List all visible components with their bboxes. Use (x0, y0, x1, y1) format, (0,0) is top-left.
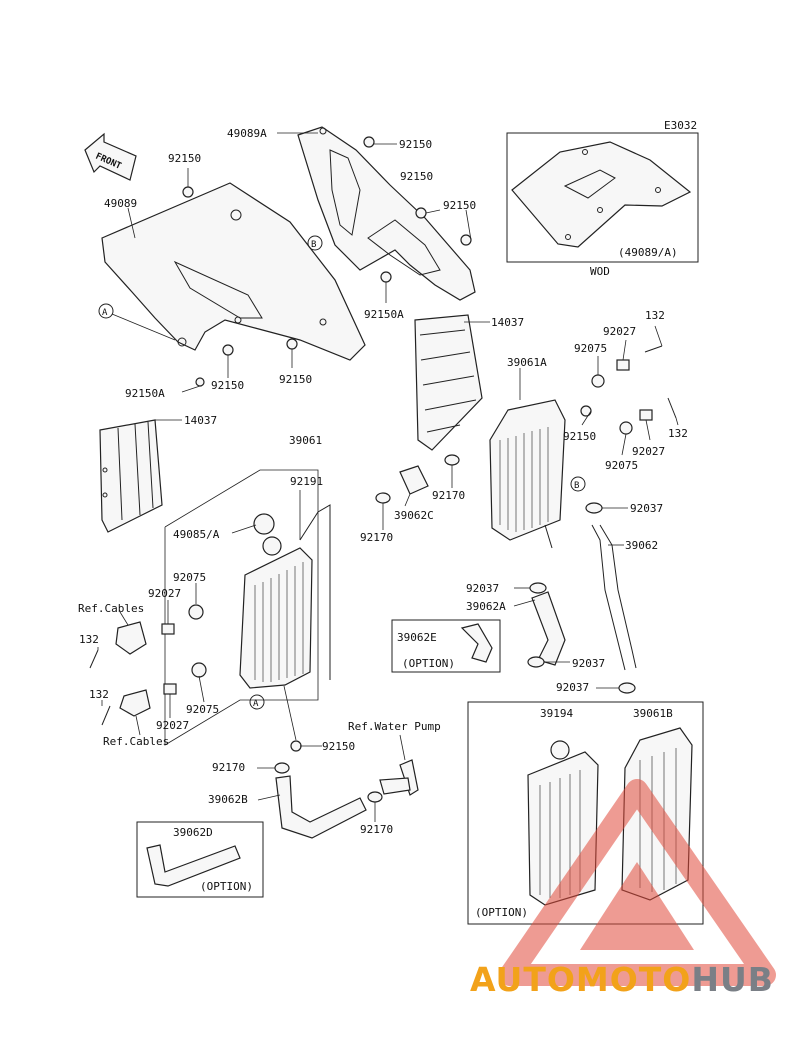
part-39194: 39194 (540, 707, 573, 720)
part-39062a: 39062A (466, 600, 506, 613)
part-92037-a: 92037 (630, 502, 663, 515)
front-arrow: FRONT (84, 132, 137, 181)
part-49089a: 49089A (227, 127, 267, 140)
part-39061: 39061 (289, 434, 322, 447)
part-92150-f: 92150 (279, 373, 312, 386)
part-49089: 49089 (104, 197, 137, 210)
diagram-code: E3032 (664, 119, 697, 132)
part-132-b: 132 (668, 427, 688, 440)
clamps-92037 (527, 502, 636, 694)
svg-text:B: B (311, 240, 316, 250)
radiator-cap (253, 513, 275, 535)
part-92075-d: 92075 (186, 703, 219, 716)
part-39062e: 39062E (397, 631, 437, 644)
watermark-text-2: HUB (691, 960, 774, 999)
part-92027-c: 92027 (148, 587, 181, 600)
part-92170-a: 92170 (432, 489, 465, 502)
svg-text:A: A (253, 699, 259, 709)
part-92075-c: 92075 (173, 571, 206, 584)
part-92150-b: 92150 (400, 170, 433, 183)
part-92150-g: 92150 (563, 430, 596, 443)
option-label-radiators: (OPTION) (475, 906, 528, 919)
part-92150a-a: 92150A (364, 308, 404, 321)
shroud-right (297, 126, 476, 301)
part-92150-h: 92150 (322, 740, 355, 753)
part-92150-a: 92150 (399, 138, 432, 151)
part-92170-b: 92170 (360, 531, 393, 544)
water-pump-fitting (379, 759, 419, 796)
part-92150-e: 92150 (211, 379, 244, 392)
option-box-39062d: 39062D (OPTION) (136, 821, 264, 898)
leader-lines (97, 132, 679, 822)
part-132-c: 132 (79, 633, 99, 646)
clamps-92170 (274, 454, 460, 803)
part-39062b: 39062B (208, 793, 248, 806)
part-92075-b: 92075 (605, 459, 638, 472)
part-14037-b: 14037 (184, 414, 217, 427)
part-92027-d: 92027 (156, 719, 189, 732)
part-39061a: 39061A (507, 356, 547, 369)
part-92037-b: 92037 (466, 582, 499, 595)
option-label-e: (OPTION) (402, 657, 455, 670)
part-132-a: 132 (645, 309, 665, 322)
svg-text:A: A (102, 308, 108, 318)
part-92075-a: 92075 (574, 342, 607, 355)
part-92037-c: 92037 (572, 657, 605, 670)
part-49085a: 49085/A (173, 528, 220, 541)
hose-39062c (399, 465, 429, 495)
hose-39062b (275, 775, 367, 839)
callout-a-1: A (98, 303, 114, 319)
part-92027-a: 92027 (603, 325, 636, 338)
radiator-left-39061 (239, 504, 331, 689)
watermark-logo: AUTOMOTOHUB (470, 960, 800, 1010)
inset-label: (49089/A) (618, 246, 678, 259)
option-label-d: (OPTION) (200, 880, 253, 893)
watermark-text-1: AUTOMOTO (470, 960, 692, 999)
part-39062d: 39062D (173, 826, 213, 839)
callout-b-2: B (570, 476, 586, 492)
radiator-right-39061a (489, 399, 566, 549)
part-39061b: 39061B (633, 707, 673, 720)
part-39062c: 39062C (394, 509, 434, 522)
part-92150-d: 92150 (168, 152, 201, 165)
part-92150a-b: 92150A (125, 387, 165, 400)
grommets-92075 (188, 374, 633, 678)
part-92170-c: 92170 (212, 761, 245, 774)
part-92150-c: 92150 (443, 199, 476, 212)
part-39062: 39062 (625, 539, 658, 552)
part-14037-a: 14037 (491, 316, 524, 329)
option-box-radiators: 39194 39061B (OPTION) (467, 701, 704, 925)
radiator-guard-right (414, 314, 483, 451)
callout-a-2: A (249, 694, 265, 710)
inset-shroud-box: (49089/A) WOD (506, 132, 699, 278)
svg-text:B: B (574, 481, 579, 491)
hose-39062a (531, 591, 566, 666)
ref-cables-b: Ref.Cables (103, 735, 169, 748)
watermark-triangle (499, 779, 776, 986)
callout-b-1: B (307, 235, 323, 251)
ref-water-pump: Ref.Water Pump (348, 720, 441, 733)
part-132-d: 132 (89, 688, 109, 701)
part-92027-b: 92027 (632, 445, 665, 458)
part-92037-d: 92037 (556, 681, 589, 694)
inset-shroud (511, 141, 692, 248)
part-92170-d: 92170 (360, 823, 393, 836)
ref-cables-a: Ref.Cables (78, 602, 144, 615)
radiator-guard-left (99, 419, 163, 533)
inset-caption: WOD (590, 265, 610, 278)
bolts-132 (89, 345, 677, 726)
cable-brackets (115, 621, 151, 717)
hose-39062 (591, 524, 637, 671)
option-box-39062e: 39062E (OPTION) (391, 619, 501, 673)
shroud-left (101, 182, 366, 361)
part-92191: 92191 (290, 475, 323, 488)
